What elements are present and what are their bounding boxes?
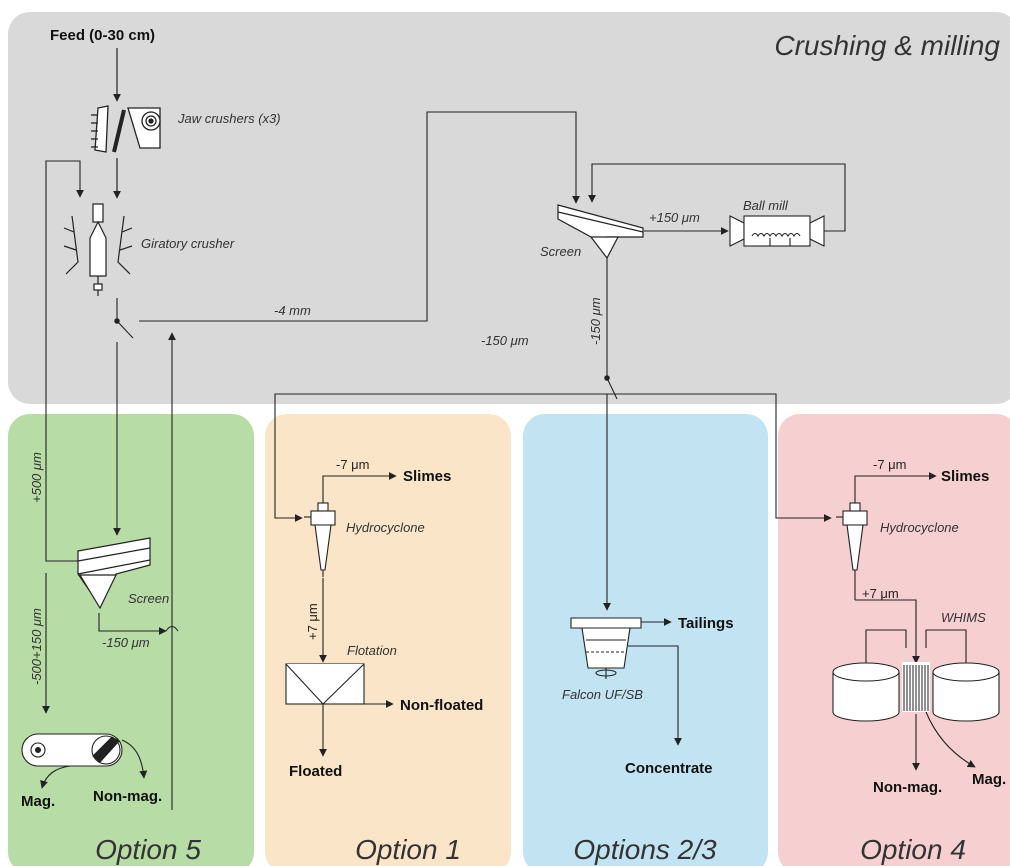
option1-plus7-label: +7 μm bbox=[305, 603, 320, 640]
flotation-label: Flotation bbox=[347, 643, 397, 658]
option4-slimes-label: Slimes bbox=[941, 468, 989, 485]
main-minus150-label: -150 μm bbox=[481, 333, 529, 348]
ball-mill-label: Ball mill bbox=[743, 198, 789, 213]
option4-plus7-label: +7 μm bbox=[862, 586, 899, 601]
option23-panel bbox=[523, 414, 768, 866]
option1-slimes-line bbox=[322, 472, 397, 503]
option4-mag-label: Mag. bbox=[972, 771, 1006, 788]
giratory-crusher-icon bbox=[63, 203, 133, 296]
jaw-crusher-icon bbox=[91, 105, 161, 153]
option5-title: Option 5 bbox=[95, 834, 201, 865]
main-splitter-switch bbox=[604, 375, 618, 400]
option5-minus150-line bbox=[98, 613, 167, 635]
option5-screen-icon bbox=[77, 537, 151, 610]
nonfloated-label: Non-floated bbox=[400, 697, 483, 714]
giratory-splitter-switch bbox=[114, 298, 134, 339]
jaw-crushers-label: Jaw crushers (x3) bbox=[177, 111, 281, 126]
plus150-label: +150 μm bbox=[649, 210, 700, 225]
option4-hydrocyclone-icon bbox=[836, 502, 868, 600]
option4-minus7-label: -7 μm bbox=[873, 457, 907, 472]
option5-range-label: -500+150 μm bbox=[29, 608, 44, 685]
plus500-label: +500 μm bbox=[29, 452, 44, 503]
giratory-crusher-label: Giratory crusher bbox=[141, 236, 235, 251]
option4-mag-arrow bbox=[925, 711, 976, 768]
option4-hydrocyclone-label: Hydrocyclone bbox=[880, 520, 959, 535]
crushing-milling-title: Crushing & milling bbox=[774, 30, 1000, 61]
option4-slimes-line bbox=[854, 472, 937, 503]
floated-label: Floated bbox=[289, 763, 342, 780]
ball-mill-return-line bbox=[588, 163, 846, 232]
option1-hydrocyclone-icon bbox=[304, 502, 336, 577]
line-crossing-hop bbox=[165, 625, 179, 632]
mill-screen-label: Screen bbox=[540, 244, 581, 259]
option1-title: Option 1 bbox=[355, 834, 461, 865]
minus4mm-line bbox=[139, 111, 580, 322]
tailings-label: Tailings bbox=[678, 615, 734, 632]
option4-panel bbox=[778, 414, 1010, 866]
whims-separator-icon bbox=[832, 629, 1000, 722]
nonmag-arrow bbox=[121, 739, 148, 779]
option4-nonmag-label: Non-mag. bbox=[873, 779, 942, 796]
crushing-milling-panel bbox=[8, 12, 1010, 404]
option5-mag-label: Mag. bbox=[21, 793, 55, 810]
concentrate-line bbox=[628, 645, 682, 746]
split-to-option1-line bbox=[274, 393, 607, 522]
option4-title: Option 4 bbox=[860, 834, 966, 865]
option23-title: Options 2/3 bbox=[573, 834, 717, 865]
minus4mm-label: -4 mm bbox=[274, 303, 311, 318]
mag-arrow bbox=[40, 765, 71, 789]
concentrate-label: Concentrate bbox=[625, 760, 713, 777]
option1-slimes-label: Slimes bbox=[403, 468, 451, 485]
option1-panel bbox=[265, 414, 511, 866]
magnetic-separator-icon bbox=[21, 733, 123, 767]
feed-label: Feed (0-30 cm) bbox=[50, 27, 155, 44]
whims-label: WHIMS bbox=[941, 610, 986, 625]
option5-nonmag-label: Non-mag. bbox=[93, 788, 162, 805]
option5-screen-label: Screen bbox=[128, 591, 169, 606]
option1-hydrocyclone-label: Hydrocyclone bbox=[346, 520, 425, 535]
mill-minus150-label: -150 μm bbox=[588, 297, 603, 345]
falcon-label: Falcon UF/SB bbox=[562, 687, 643, 702]
flotation-cell-icon bbox=[285, 663, 365, 705]
mill-screen-icon bbox=[557, 204, 644, 260]
falcon-concentrator-icon bbox=[570, 617, 642, 679]
plus500-return-line bbox=[45, 160, 84, 562]
option4-plus7-line bbox=[855, 599, 920, 664]
option5-minus150-label: -150 μm bbox=[102, 635, 150, 650]
ball-mill-icon bbox=[729, 215, 825, 247]
option1-minus7-label: -7 μm bbox=[336, 457, 370, 472]
split-to-option4-line bbox=[607, 393, 832, 522]
